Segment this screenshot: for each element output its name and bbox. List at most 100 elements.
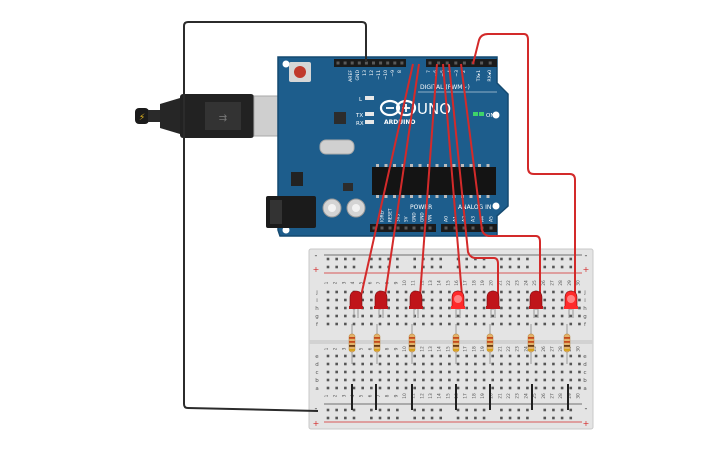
tie-point-hole[interactable]: [361, 370, 364, 374]
tie-point-hole[interactable]: [361, 314, 364, 318]
tie-point-hole[interactable]: [560, 386, 564, 390]
tie-point-hole[interactable]: [430, 362, 434, 366]
rail-hole[interactable]: [526, 257, 529, 261]
rail-hole[interactable]: [552, 257, 555, 261]
tie-point-hole[interactable]: [422, 306, 425, 310]
tie-point-hole[interactable]: [422, 386, 425, 390]
rail-hole[interactable]: [439, 265, 443, 269]
tie-point-hole[interactable]: [526, 386, 529, 390]
rail-hole[interactable]: [552, 265, 555, 269]
rail-hole[interactable]: [378, 257, 382, 261]
tie-point-hole[interactable]: [552, 370, 555, 374]
tie-point-hole[interactable]: [378, 370, 382, 374]
tie-point-hole[interactable]: [517, 322, 521, 326]
tie-point-hole[interactable]: [508, 314, 512, 318]
tie-point-hole[interactable]: [335, 298, 338, 302]
tie-point-hole[interactable]: [552, 290, 555, 294]
tie-point-hole[interactable]: [370, 362, 373, 366]
tie-point-hole[interactable]: [552, 298, 555, 302]
header-pin[interactable]: [428, 61, 432, 65]
wire-led6[interactable]: [460, 63, 541, 296]
tie-point-hole[interactable]: [326, 362, 330, 366]
tie-point-hole[interactable]: [474, 314, 477, 318]
tie-point-hole[interactable]: [335, 322, 338, 326]
rail-hole[interactable]: [413, 416, 416, 420]
tie-point-hole[interactable]: [526, 298, 529, 302]
header-pin[interactable]: [364, 61, 368, 65]
tie-point-hole[interactable]: [543, 362, 547, 366]
header-pin[interactable]: [404, 226, 408, 230]
rail-hole[interactable]: [422, 265, 425, 269]
tie-point-hole[interactable]: [387, 314, 390, 318]
tie-point-hole[interactable]: [552, 306, 555, 310]
rail-hole[interactable]: [326, 265, 330, 269]
rail-hole[interactable]: [465, 416, 469, 420]
rail-hole[interactable]: [439, 408, 443, 412]
tie-point-hole[interactable]: [430, 378, 434, 382]
tie-point-hole[interactable]: [370, 306, 373, 310]
rail-hole[interactable]: [500, 257, 503, 261]
tie-point-hole[interactable]: [526, 370, 529, 374]
rail-hole[interactable]: [474, 265, 477, 269]
tie-point-hole[interactable]: [500, 306, 503, 310]
rail-hole[interactable]: [430, 265, 434, 269]
tie-point-hole[interactable]: [500, 314, 503, 318]
tie-point-hole[interactable]: [430, 370, 434, 374]
header-pin[interactable]: [437, 61, 441, 65]
tie-point-hole[interactable]: [465, 386, 469, 390]
tie-point-hole[interactable]: [500, 322, 503, 326]
rail-hole[interactable]: [378, 265, 382, 269]
header-pin[interactable]: [380, 226, 384, 230]
tie-point-hole[interactable]: [396, 322, 399, 326]
header-pin[interactable]: [372, 226, 376, 230]
tie-point-hole[interactable]: [378, 386, 382, 390]
rail-hole[interactable]: [569, 257, 573, 261]
rail-hole[interactable]: [500, 408, 503, 412]
tie-point-hole[interactable]: [482, 378, 486, 382]
rail-hole[interactable]: [430, 416, 434, 420]
tie-point-hole[interactable]: [491, 386, 495, 390]
tie-point-hole[interactable]: [482, 386, 486, 390]
tie-point-hole[interactable]: [508, 290, 512, 294]
tie-point-hole[interactable]: [578, 314, 581, 318]
tie-point-hole[interactable]: [396, 370, 399, 374]
tie-point-hole[interactable]: [396, 378, 399, 382]
tie-point-hole[interactable]: [439, 322, 443, 326]
tie-point-hole[interactable]: [543, 298, 547, 302]
tie-point-hole[interactable]: [552, 314, 555, 318]
tie-point-hole[interactable]: [474, 290, 477, 294]
tie-point-hole[interactable]: [387, 354, 390, 358]
rail-hole[interactable]: [387, 257, 390, 261]
tie-point-hole[interactable]: [578, 386, 581, 390]
header-pin[interactable]: [350, 61, 354, 65]
wire-led1[interactable]: [360, 63, 414, 297]
tie-point-hole[interactable]: [404, 370, 408, 374]
tie-point-hole[interactable]: [500, 354, 503, 358]
tie-point-hole[interactable]: [534, 362, 538, 366]
tie-point-hole[interactable]: [543, 354, 547, 358]
tie-point-hole[interactable]: [430, 298, 434, 302]
tie-point-hole[interactable]: [404, 362, 408, 366]
tie-point-hole[interactable]: [517, 314, 521, 318]
rail-hole[interactable]: [560, 265, 564, 269]
tie-point-hole[interactable]: [352, 370, 356, 374]
rail-hole[interactable]: [430, 408, 434, 412]
tie-point-hole[interactable]: [387, 378, 390, 382]
tie-point-hole[interactable]: [344, 354, 347, 358]
tie-point-hole[interactable]: [404, 386, 408, 390]
tie-point-hole[interactable]: [482, 306, 486, 310]
rail-hole[interactable]: [500, 265, 503, 269]
tie-point-hole[interactable]: [344, 290, 347, 294]
tie-point-hole[interactable]: [508, 386, 512, 390]
tie-point-hole[interactable]: [344, 314, 347, 318]
rail-hole[interactable]: [465, 265, 469, 269]
tie-point-hole[interactable]: [569, 354, 573, 358]
tie-point-hole[interactable]: [387, 386, 390, 390]
tie-point-hole[interactable]: [543, 314, 547, 318]
tie-point-hole[interactable]: [404, 378, 408, 382]
tie-point-hole[interactable]: [482, 322, 486, 326]
tie-point-hole[interactable]: [474, 298, 477, 302]
tie-point-hole[interactable]: [474, 362, 477, 366]
rail-hole[interactable]: [326, 257, 330, 261]
tie-point-hole[interactable]: [396, 290, 399, 294]
